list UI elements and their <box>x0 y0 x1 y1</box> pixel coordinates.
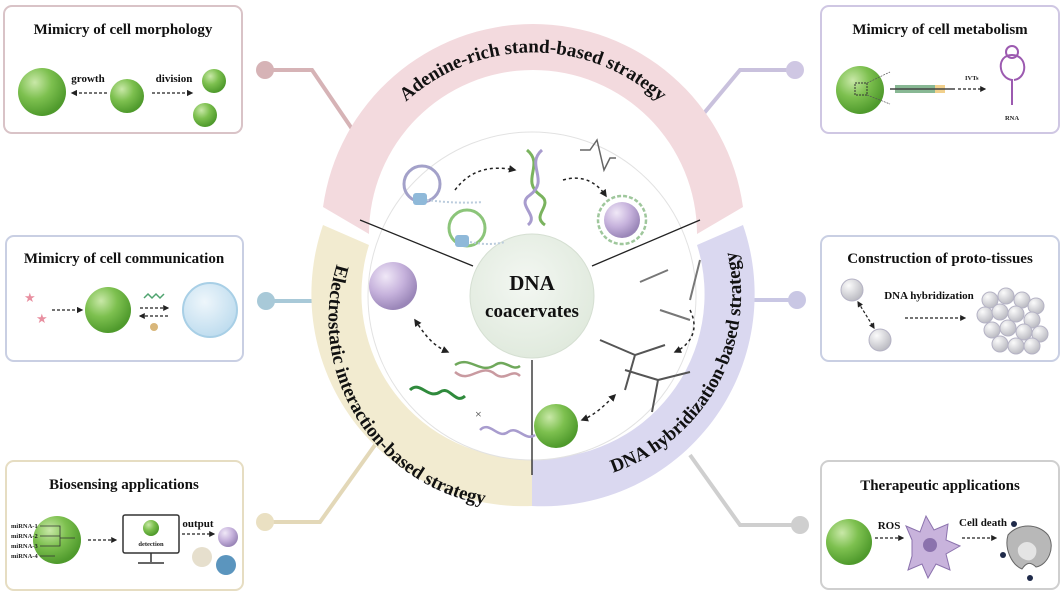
mirna2-label: miRNA-2 <box>11 533 38 540</box>
electrostatic-sector <box>311 225 532 507</box>
metabolism-title: Mimicry of cell metabolism <box>852 22 1028 38</box>
svg-text:×: × <box>475 407 482 421</box>
biosensing-title: Biosensing applications <box>49 477 199 493</box>
mirna3-label: miRNA-3 <box>11 543 38 550</box>
panel-therapeutic: Therapeutic applications ROS Cell death <box>820 460 1060 590</box>
panel-prototissue: Construction of proto-tissues DNA hybrid… <box>820 235 1060 362</box>
panel-morphology: Mimicry of cell morphology growth divisi… <box>3 5 243 134</box>
ivt-label: IVTs <box>965 75 979 82</box>
center-title-line2: coacervates <box>485 301 579 322</box>
mirna4-label: miRNA-4 <box>11 553 38 560</box>
detection-label: detection <box>138 541 164 548</box>
therapeutic-title: Therapeutic applications <box>860 478 1020 494</box>
mirna1-label: miRNA-1 <box>11 523 38 530</box>
morphology-title: Mimicry of cell morphology <box>34 22 213 38</box>
electrostatic-illustration: × <box>369 262 536 438</box>
tissue-cluster <box>976 287 1049 355</box>
panel-communication: Mimicry of cell communication ★ ★ <box>5 235 244 362</box>
center-title-line1: DNA <box>509 271 555 295</box>
panel-metabolism: Mimicry of cell metabolism IVTs RNA <box>820 5 1060 134</box>
prototissue-title: Construction of proto-tissues <box>847 251 1033 267</box>
svg-text:★: ★ <box>36 311 48 326</box>
output-label: output <box>182 518 214 530</box>
connectors <box>256 61 809 534</box>
adenine-sector <box>323 24 743 235</box>
division-label: division <box>156 73 193 85</box>
panel-biosensing: Biosensing applications miRNA-1 miRNA-2 … <box>5 460 244 591</box>
hybridization-sector <box>532 225 755 507</box>
svg-text:★: ★ <box>24 290 36 305</box>
communication-title: Mimicry of cell communication <box>24 251 225 267</box>
growth-label: growth <box>71 73 104 85</box>
ros-label: ROS <box>878 520 901 532</box>
cell-death-label: Cell death <box>959 517 1007 529</box>
hybridization-illustration <box>534 259 701 448</box>
rna-label: RNA <box>1005 115 1019 122</box>
hybridization-label: DNA hybridization <box>884 290 974 302</box>
adenine-illustration <box>402 138 648 248</box>
